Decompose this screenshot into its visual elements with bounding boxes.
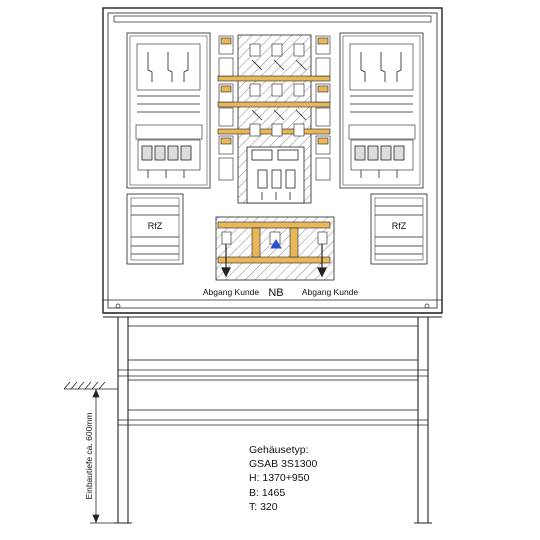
rfz-box-right bbox=[370, 193, 428, 265]
meter-panel-left bbox=[126, 32, 211, 189]
rfz-label-left: RfZ bbox=[148, 221, 163, 231]
spec-depth: T: 320 bbox=[249, 501, 278, 513]
einbautiefe-label: Einbautiefe ca. 600mm bbox=[84, 413, 94, 500]
terminal-column-right bbox=[315, 35, 331, 155]
nb-label: NB bbox=[268, 287, 283, 299]
spec-width: B: 1465 bbox=[249, 487, 285, 499]
terminal-column-left bbox=[218, 35, 234, 155]
rfz-box-left bbox=[126, 193, 184, 265]
nh-fuse-box bbox=[246, 146, 305, 204]
abgang-label-right: Abgang Kunde bbox=[302, 287, 359, 297]
busbar-section-lower bbox=[215, 216, 335, 281]
spec-model: GSAB 3S1300 bbox=[249, 458, 317, 470]
rfz-label-right: RfZ bbox=[392, 221, 407, 231]
spec-title: Gehäusetyp: bbox=[249, 444, 309, 456]
housing-spec: Gehäusetyp: GSAB 3S1300 H: 1370+950 B: 1… bbox=[249, 444, 317, 513]
meter-panel-right bbox=[339, 32, 424, 189]
spec-height: H: 1370+950 bbox=[249, 472, 310, 484]
cabinet-base bbox=[114, 317, 432, 524]
abgang-label-left: Abgang Kunde bbox=[203, 287, 260, 297]
meter-outputs bbox=[218, 157, 331, 181]
depth-dimension bbox=[90, 388, 118, 524]
ground-line bbox=[63, 381, 118, 390]
cabinet-housing bbox=[102, 7, 443, 318]
